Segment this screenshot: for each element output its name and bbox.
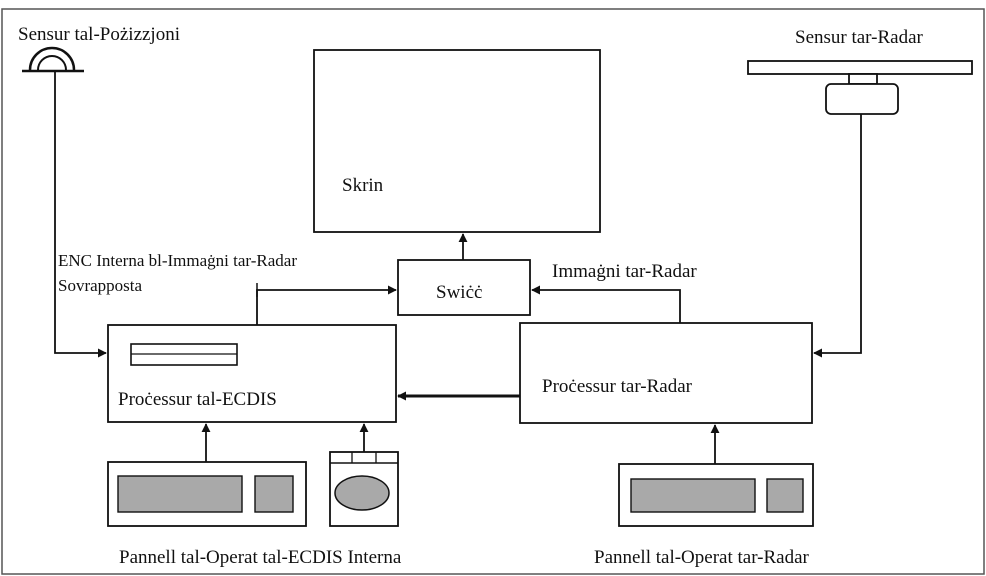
enc-overlay-label-line1: ENC Interna bl-Immaġni tar-Radar [58, 251, 297, 270]
enc-overlay-label-line2: Sovrapposta [58, 276, 143, 295]
position-sensor-label: Sensur tal-Pożizzjoni [18, 24, 180, 45]
connector-radar-sensor-to-processor [813, 114, 862, 358]
outer-frame [1, 8, 985, 575]
ecdis-operator-panel [107, 461, 307, 527]
switch-label: Swiċċ [436, 282, 482, 303]
position-sensor-icon [22, 46, 84, 73]
connector-ecdis-to-switch [256, 285, 397, 325]
screen-label: Skrin [342, 175, 384, 196]
ecdis-panel-caption: Pannell tal-Operat tal-ECDIS Interna [119, 547, 402, 568]
ecdis-processor-box [107, 324, 397, 423]
radar-panel-caption: Pannell tal-Operat tar-Radar [594, 547, 810, 568]
radar-sensor-label: Sensur tar-Radar [795, 27, 923, 48]
radar-sensor-icon [747, 60, 973, 115]
trackball-icon [329, 451, 399, 527]
radar-image-label: Immaġni tar-Radar [552, 261, 697, 282]
radar-processor-box [519, 322, 813, 424]
ecdis-processor-label: Proċessur tal-ECDIS [118, 389, 277, 410]
radar-processor-label: Proċessur tar-Radar [542, 376, 693, 397]
radar-operator-panel [618, 463, 814, 527]
connector-radar-to-switch [531, 285, 681, 323]
switch-box [397, 259, 531, 316]
connector-position-to-ecdis [54, 71, 107, 358]
screen-box [313, 49, 601, 233]
